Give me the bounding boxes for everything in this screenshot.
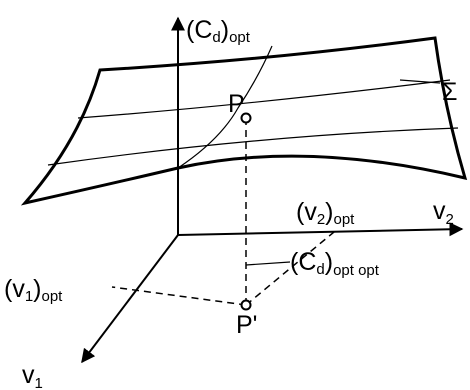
surface-grid-line-upper [77, 79, 451, 119]
surface-sigma-label: Σ [442, 78, 457, 106]
surface-curve-through-P [177, 45, 273, 169]
v2-opt-label: (v2)opt [296, 198, 355, 228]
v2-axis-label: v2 [433, 197, 454, 228]
surface-outline [20, 36, 468, 206]
cd-opt-opt-label: (Cd)opt opt [290, 248, 380, 279]
point-P-label: P [228, 90, 245, 118]
cd-opt-opt-leader [245, 261, 291, 266]
point-Pprime-label: P' [236, 311, 257, 339]
v1-axis-label: v1 [22, 361, 43, 390]
v2-axis [177, 222, 464, 237]
z-axis-label: (Cd)opt [186, 16, 251, 46]
surface-grid-line-lower [47, 127, 459, 166]
sigma-leader-line [399, 79, 441, 84]
v1-axis [81, 234, 179, 364]
dashed-Pprime-to-v1 [111, 286, 247, 306]
point-Pprime-marker [240, 299, 252, 311]
point-P-marker [240, 112, 252, 124]
v1-opt-label: (v1)opt [4, 275, 63, 305]
